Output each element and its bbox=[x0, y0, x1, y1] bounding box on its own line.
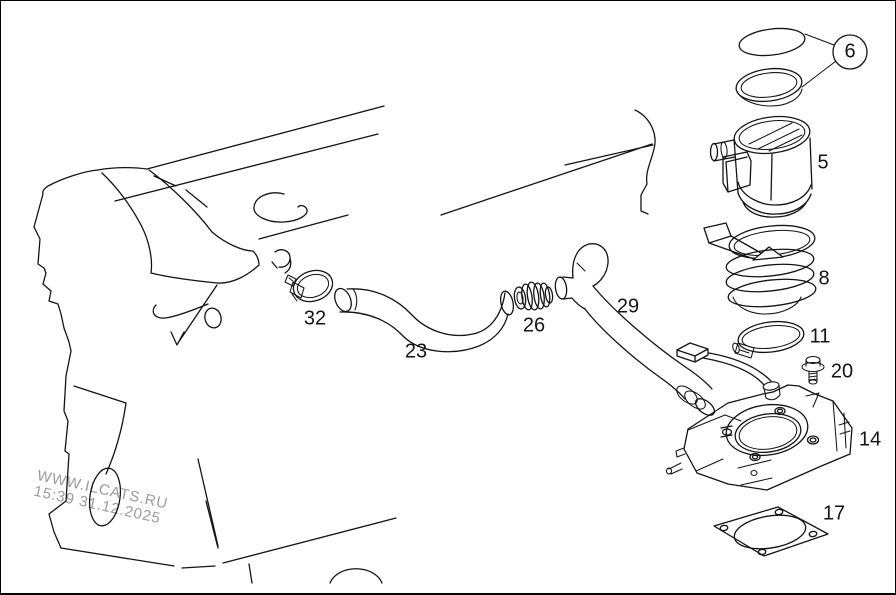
connector-rib bbox=[533, 282, 545, 310]
throttle-bore-inner bbox=[738, 416, 798, 450]
air-duct-bellows-drawing bbox=[703, 222, 817, 315]
throttle-bolt-bosses bbox=[720, 406, 820, 462]
engine-left-silhouette bbox=[33, 169, 99, 549]
hose-left-end bbox=[334, 287, 352, 313]
throttle-bottom-screw bbox=[750, 469, 758, 477]
gasket-bolt-holes bbox=[719, 508, 818, 556]
connector-cap bbox=[544, 286, 554, 304]
hose-bracket-hook bbox=[271, 249, 292, 274]
pipe-neck bbox=[562, 276, 574, 300]
engine-bottom-edges bbox=[60, 500, 397, 584]
gasket-bore bbox=[733, 514, 807, 550]
maf-stub-ring bbox=[720, 141, 728, 159]
engine-outline-drawing bbox=[33, 105, 656, 584]
hose-clamp-11-drawing bbox=[732, 320, 805, 359]
callout-leader-lines bbox=[801, 33, 837, 88]
connector-rib bbox=[539, 282, 551, 308]
part-label-20: 20 bbox=[830, 360, 854, 383]
part-label-32: 32 bbox=[303, 307, 327, 330]
part-label-29: 29 bbox=[616, 295, 640, 318]
pipe-lower-end bbox=[694, 398, 716, 416]
throttle-bore-outer bbox=[734, 412, 802, 454]
maf-connector-box bbox=[722, 151, 752, 193]
part-label-17: 17 bbox=[822, 502, 846, 525]
pipe-tube-right-edge bbox=[592, 285, 713, 390]
bolt-flange bbox=[801, 361, 825, 373]
part-label-6: 6 bbox=[844, 40, 856, 63]
screen-disc-mesh bbox=[740, 72, 798, 98]
clamp-band-outer bbox=[292, 269, 334, 303]
connector-26-drawing bbox=[513, 281, 554, 311]
vent-pipe-29-drawing bbox=[554, 243, 716, 416]
part-label-14: 14 bbox=[858, 428, 882, 451]
clamp-band-outer bbox=[737, 320, 805, 354]
connector-rib bbox=[526, 281, 540, 311]
hose-clamp-32-drawing bbox=[284, 269, 334, 303]
maf-body-sides bbox=[733, 137, 813, 201]
maf-bottom-rims bbox=[737, 181, 812, 218]
maf-top-blades bbox=[748, 122, 803, 152]
part-label-8: 8 bbox=[818, 267, 830, 290]
callout-circle bbox=[832, 34, 868, 70]
engine-boss-ellipse bbox=[88, 467, 122, 527]
engine-port-ellipse bbox=[204, 307, 222, 329]
clamp-screw-housing bbox=[734, 342, 755, 359]
clamp-band-inner bbox=[741, 324, 801, 350]
part-label-5: 5 bbox=[817, 151, 829, 174]
screen-disc-rim bbox=[735, 88, 803, 107]
throttle-housing-details bbox=[687, 392, 851, 486]
connector-rib bbox=[521, 283, 533, 311]
pipe-collar-ring bbox=[684, 390, 706, 410]
callout-6-leader bbox=[801, 33, 868, 88]
oil-filler-loop bbox=[253, 192, 308, 223]
duct-rib bbox=[725, 263, 815, 293]
pipe-tube-left-edge bbox=[584, 308, 686, 400]
duct-wedge-notch bbox=[752, 246, 784, 261]
part-label-23: 23 bbox=[404, 340, 428, 363]
maf-stub-end bbox=[709, 142, 719, 162]
pipe-elbow-outer bbox=[572, 243, 609, 287]
hose-right-end bbox=[499, 290, 515, 316]
hose-seam bbox=[352, 288, 358, 311]
pipe-collar-ring bbox=[676, 385, 698, 405]
pipe-elbow-inner bbox=[571, 297, 586, 310]
duct-rib bbox=[727, 278, 817, 308]
throttle-left-nubs bbox=[668, 447, 686, 475]
harness-wire bbox=[702, 352, 772, 386]
part-label-11: 11 bbox=[809, 325, 831, 348]
gasket-17-drawing bbox=[713, 506, 829, 557]
throttle-pin-tip bbox=[665, 467, 673, 475]
part-label-26: 26 bbox=[522, 314, 546, 337]
harness-connector-box bbox=[676, 342, 709, 363]
duct-rib bbox=[725, 248, 815, 278]
clamp-band-inner bbox=[296, 273, 330, 299]
intake-manifold-edges bbox=[258, 109, 656, 240]
breather-hose-drawing bbox=[334, 287, 515, 353]
bolt-20-drawing bbox=[801, 355, 825, 385]
bolt-threads bbox=[808, 370, 818, 383]
throttle-housing-outline bbox=[683, 384, 853, 491]
pipe-elbow-seam bbox=[576, 262, 586, 272]
connector-flange bbox=[513, 286, 527, 310]
clamp-screw bbox=[284, 274, 305, 302]
valve-cover-creases bbox=[101, 169, 260, 346]
connector-bore bbox=[516, 291, 524, 305]
hose-bottom-edge bbox=[339, 311, 509, 353]
gasket-outline bbox=[713, 506, 829, 557]
valve-cover-ridges bbox=[97, 105, 385, 208]
duct-bracket-tab bbox=[703, 222, 762, 260]
clamp-screw-end bbox=[732, 342, 740, 354]
filter-screen-and-seal-drawing bbox=[735, 27, 806, 107]
throttle-body-drawing bbox=[665, 342, 853, 491]
duct-bottom-arc bbox=[732, 296, 802, 315]
bolt-tip bbox=[808, 379, 818, 385]
maf-sensor-drawing bbox=[709, 115, 813, 218]
hose-top-edge bbox=[346, 288, 506, 337]
seal-ring bbox=[738, 27, 806, 57]
